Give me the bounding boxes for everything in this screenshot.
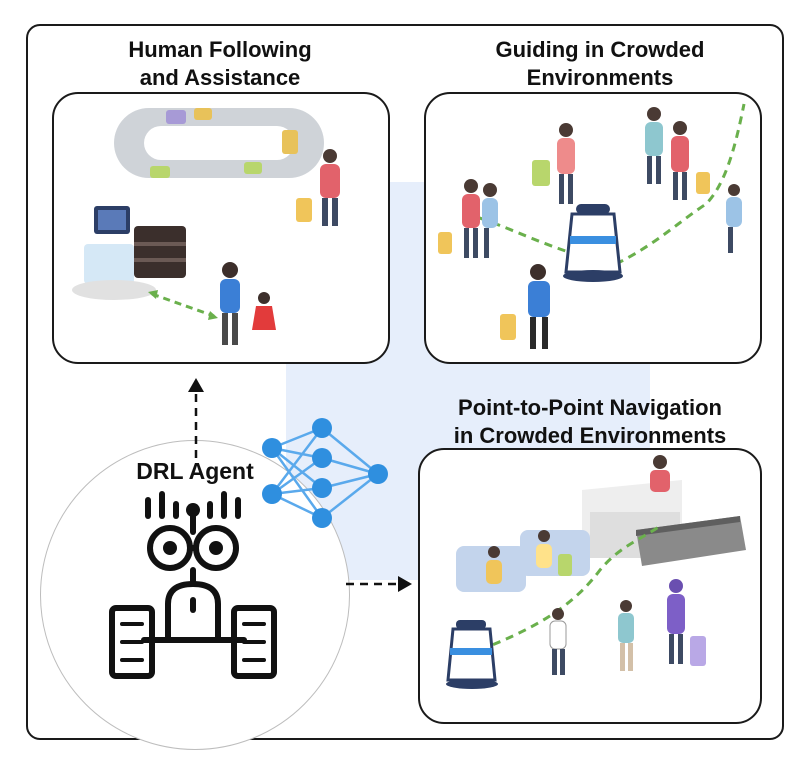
following-link-arrow bbox=[151, 292, 215, 318]
human-following-illustration bbox=[72, 108, 340, 345]
point-to-point-illustration bbox=[446, 455, 746, 689]
crowd-person-icon bbox=[645, 107, 663, 184]
crowd-person-icon bbox=[438, 179, 480, 258]
neural-network-icon bbox=[262, 418, 388, 528]
luggage-icon bbox=[282, 130, 298, 154]
panel-human-following bbox=[52, 92, 390, 364]
crowd-person-icon bbox=[532, 123, 575, 204]
guiding-illustration bbox=[438, 103, 746, 349]
traveler-person-icon bbox=[296, 149, 340, 226]
title-guiding: Guiding in Crowded Environments bbox=[495, 37, 705, 90]
luggage-stack-icon bbox=[134, 226, 186, 278]
robot-kiosk-icon bbox=[72, 206, 186, 300]
figure-frame bbox=[26, 24, 784, 740]
robot-icon bbox=[109, 491, 277, 679]
panel-point-to-point bbox=[418, 448, 762, 724]
traveler-person-icon bbox=[667, 579, 706, 666]
guide-path bbox=[465, 212, 617, 266]
luggage-icon bbox=[244, 162, 262, 174]
title-human-following: Human Following and Assistance bbox=[128, 37, 312, 90]
crowd-person-icon bbox=[500, 264, 550, 349]
crowd-person-icon bbox=[726, 184, 742, 253]
guide-robot-icon bbox=[563, 204, 623, 282]
luggage-icon bbox=[194, 108, 212, 120]
arrow-head-up-icon bbox=[188, 378, 204, 392]
waiting-seats-icon bbox=[456, 530, 590, 592]
crowd-person-icon bbox=[482, 183, 498, 258]
panel-guiding bbox=[424, 92, 762, 364]
traveler-person-icon bbox=[618, 600, 634, 671]
check-in-counter-icon bbox=[582, 455, 746, 566]
luggage-icon bbox=[150, 166, 170, 178]
arrow-head-right-icon bbox=[398, 576, 412, 592]
navigation-robot-icon bbox=[446, 620, 498, 689]
luggage-icon bbox=[166, 110, 186, 124]
crowd-person-icon bbox=[671, 121, 710, 200]
agent-label: DRL Agent bbox=[136, 458, 254, 484]
title-point-to-point: Point-to-Point Navigation in Crowded Env… bbox=[453, 395, 727, 448]
mother-child-icon bbox=[220, 262, 276, 345]
traveler-person-icon bbox=[549, 608, 567, 675]
